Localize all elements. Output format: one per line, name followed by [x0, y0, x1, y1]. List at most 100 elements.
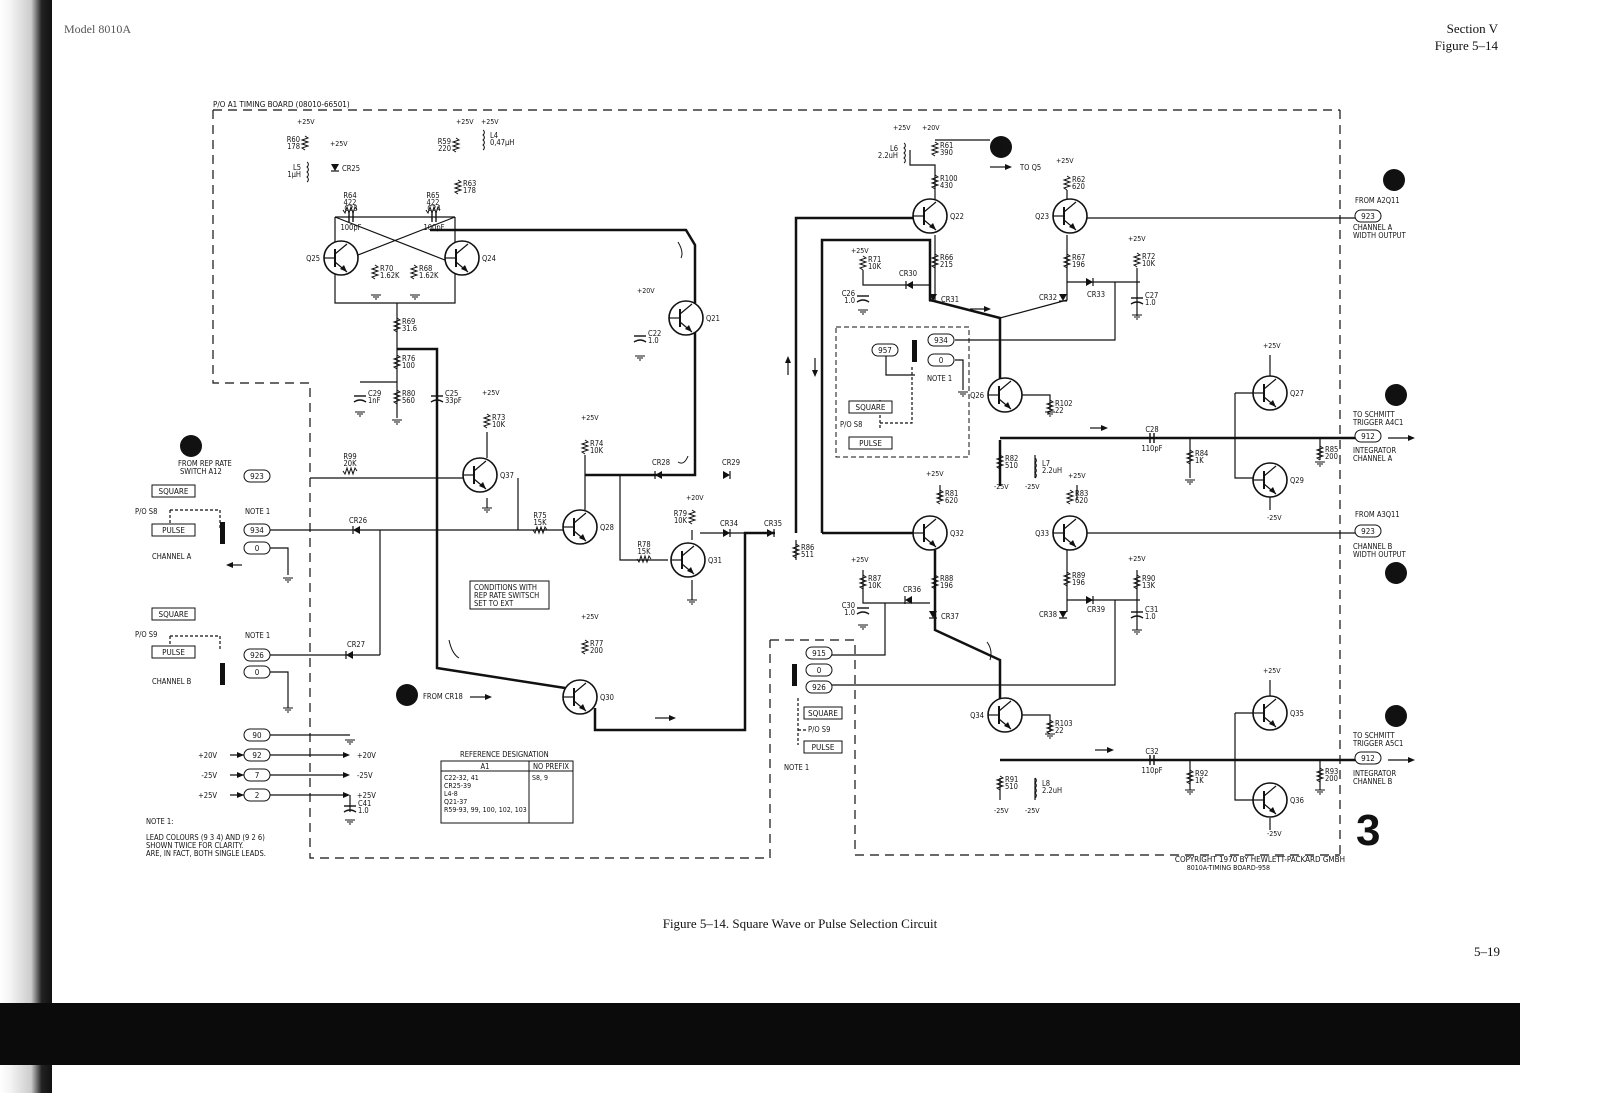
switch-box	[848, 400, 893, 414]
transistor-arrow	[1269, 720, 1276, 727]
resistor-r91	[995, 775, 1005, 791]
supply-label: +25V	[456, 118, 474, 126]
wire	[909, 150, 936, 200]
connector-label: 90	[252, 731, 262, 740]
ground-symbol	[1132, 314, 1142, 320]
connector-pin	[805, 680, 833, 694]
resistor-ref: R78	[637, 540, 650, 549]
diode-ref: CR32	[1039, 293, 1057, 302]
resistor-ref: R80	[402, 389, 415, 398]
flow-arrow	[237, 752, 244, 758]
connector-label: 915	[812, 649, 826, 658]
connector-pin	[243, 728, 271, 742]
transistor-arrow	[1269, 807, 1276, 814]
flow-arrow	[984, 306, 991, 312]
ground-symbol	[687, 599, 697, 605]
resistor-value: 178	[463, 186, 476, 195]
resistor-r71	[858, 255, 868, 271]
supply-label: +25V	[297, 118, 315, 126]
resistor-ref: R90	[1142, 574, 1155, 583]
wire	[170, 635, 221, 651]
figure-caption: Figure 5–14. Square Wave or Pulse Select…	[662, 916, 938, 931]
ground-symbol	[958, 391, 968, 397]
flow-arrow	[448, 639, 460, 659]
switch-box	[151, 607, 196, 621]
transistor-ref: Q32	[950, 529, 964, 538]
switch-box	[803, 706, 843, 720]
signal-path	[794, 216, 918, 533]
resistor-ref: R93	[1325, 767, 1338, 776]
supply-label: +20V	[357, 751, 376, 760]
supply-label: +25V	[1068, 472, 1086, 480]
supply-label: -25V	[1267, 514, 1282, 522]
flow-arrow	[677, 241, 683, 259]
capacitor-value: 100pF	[340, 223, 361, 232]
reference-table-header: A1	[481, 762, 490, 771]
switch-label: SQUARE	[856, 403, 886, 412]
from-a2q11: FROM A2Q11	[1355, 196, 1400, 205]
supply-label: +20V	[686, 494, 704, 502]
transistor-ref: Q21	[706, 314, 720, 323]
transistor-collector	[998, 700, 1012, 712]
resistor-ref: R89	[1072, 571, 1085, 580]
conditions-box	[469, 580, 550, 610]
resistor-r81	[935, 489, 945, 505]
resistor-r78	[636, 554, 652, 564]
resistor-ref: R79	[674, 509, 687, 518]
transistor-ref: Q30	[600, 693, 614, 702]
conditions-line: SET TO EXT	[474, 599, 514, 608]
resistor-r80	[392, 389, 402, 405]
flow-arrow	[485, 694, 492, 700]
resistor-value: 196	[1072, 578, 1085, 587]
transistor-arrow	[687, 567, 694, 574]
inductor-ref: L6	[890, 144, 898, 153]
inductor-value: 0,47µH	[490, 138, 514, 147]
callout-number: 13	[1388, 710, 1404, 725]
connector-label: 923	[250, 472, 264, 481]
from-rep-rate: FROM REP RATE	[178, 459, 232, 468]
reference-table-cell: Q21-37	[444, 798, 467, 806]
inductor-value: 1µH	[287, 170, 301, 179]
connector-pin	[927, 333, 955, 347]
transistor-arrow	[340, 265, 347, 272]
supply-label: +20V	[198, 751, 217, 760]
wire	[955, 359, 964, 390]
flow-arrow	[226, 562, 233, 568]
capacitor-plate	[633, 339, 647, 343]
note1-label: NOTE 1	[245, 631, 270, 640]
resistor-r75	[532, 525, 548, 535]
resistor-value: 196	[1072, 260, 1085, 269]
reference-table-header: NO PREFIX	[533, 762, 569, 771]
ground-symbol	[283, 707, 293, 713]
transistor-collector	[679, 303, 693, 315]
ground-symbol	[635, 355, 645, 361]
sheet-number: 3	[1356, 806, 1381, 855]
resistor-value: 22	[1055, 726, 1064, 735]
channel-b-width: CHANNEL B	[1353, 542, 1393, 551]
capacitor-ref: C24	[427, 204, 440, 213]
capacitor-value: 1.0	[1145, 298, 1156, 307]
resistor-r73	[482, 413, 492, 429]
connector-label: 0	[255, 544, 260, 553]
resistor-value: 422	[427, 198, 440, 207]
supply-label: +25V	[1263, 342, 1281, 350]
resistor-ref: R67	[1072, 253, 1085, 262]
wire	[830, 603, 886, 656]
resistor-r88	[930, 574, 940, 590]
resistor-value: 1K	[1195, 456, 1204, 465]
resistor-r62	[1062, 175, 1072, 191]
diode-ref: CR37	[941, 612, 959, 621]
integrator-a: INTEGRATOR	[1353, 446, 1396, 455]
wire	[862, 570, 930, 604]
ground-symbol	[371, 294, 381, 300]
flow-arrow	[343, 792, 350, 798]
resistor-r61	[930, 141, 940, 157]
supply-label: +25V	[851, 556, 869, 564]
switch-label: PULSE	[162, 648, 185, 657]
inductor-l6	[903, 142, 906, 164]
resistor-ref: R68	[419, 264, 432, 273]
transistor-collector	[681, 545, 695, 557]
flow-arrow	[812, 370, 818, 377]
inductor-l5	[306, 161, 309, 183]
supply-label: -25V	[1025, 483, 1040, 491]
